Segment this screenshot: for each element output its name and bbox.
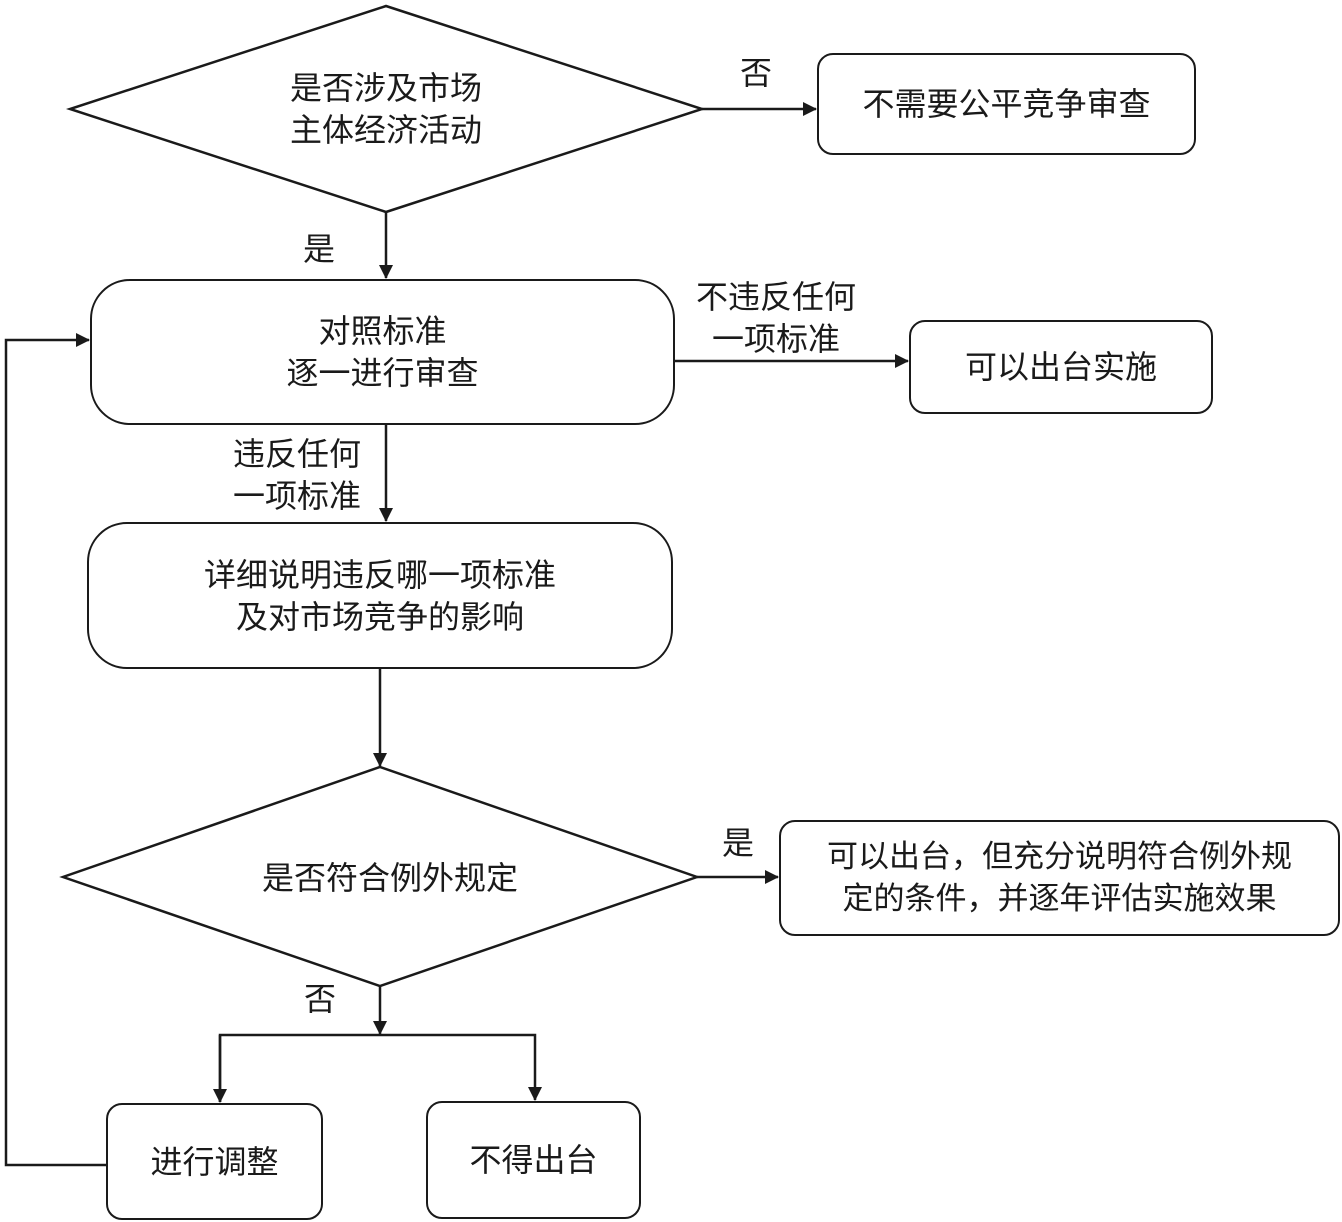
decision1-text: 是否涉及市场 主体经济活动 xyxy=(230,62,542,156)
can-implement-text: 可以出台实施 xyxy=(964,348,1157,386)
label-violation-line1: 违反任何 xyxy=(232,435,361,473)
label-no-1: 否 xyxy=(740,54,773,92)
adjust-text: 进行调整 xyxy=(150,1142,279,1181)
label-no-violation-line1: 不违反任何 xyxy=(695,278,856,316)
not-allowed-box: 不得出台 xyxy=(426,1101,641,1219)
adjust-box: 进行调整 xyxy=(106,1103,323,1220)
branch-line xyxy=(218,1033,542,1102)
exception-ok-line2: 定的条件，并逐年评估实施效果 xyxy=(842,881,1277,917)
no-review-text: 不需要公平竞争审查 xyxy=(862,85,1151,123)
explain-box: 详细说明违反哪一项标准 及对市场竞争的影响 xyxy=(87,522,673,669)
label-no-2: 否 xyxy=(304,980,337,1018)
review-line2: 逐一进行审查 xyxy=(286,354,479,392)
decision1-line2: 主体经济活动 xyxy=(289,111,482,149)
decision2-line1: 是否符合例外规定 xyxy=(261,859,518,897)
can-implement-box: 可以出台实施 xyxy=(909,320,1213,414)
decision1-line1: 是否涉及市场 xyxy=(289,69,482,107)
label-yes-1: 是 xyxy=(303,230,336,268)
review-box: 对照标准 逐一进行审查 xyxy=(90,279,675,425)
label-no-violation: 不违反任何 一项标准 xyxy=(686,276,866,360)
exception-ok-line1: 可以出台，但充分说明符合例外规 xyxy=(827,839,1292,875)
not-allowed-text: 不得出台 xyxy=(469,1141,598,1179)
feedback-loop xyxy=(4,333,106,1167)
explain-line2: 及对市场竞争的影响 xyxy=(235,597,524,636)
decision2-text: 是否符合例外规定 xyxy=(200,855,580,901)
label-yes-2: 是 xyxy=(722,824,755,862)
review-line1: 对照标准 xyxy=(318,312,447,350)
label-no-violation-line2: 一项标准 xyxy=(711,320,840,358)
label-violation: 违反任何 一项标准 xyxy=(222,433,372,517)
explain-line1: 详细说明违反哪一项标准 xyxy=(203,555,556,594)
label-violation-line2: 一项标准 xyxy=(232,477,361,515)
exception-ok-box: 可以出台，但充分说明符合例外规 定的条件，并逐年评估实施效果 xyxy=(779,820,1340,936)
no-review-box: 不需要公平竞争审查 xyxy=(817,53,1196,155)
